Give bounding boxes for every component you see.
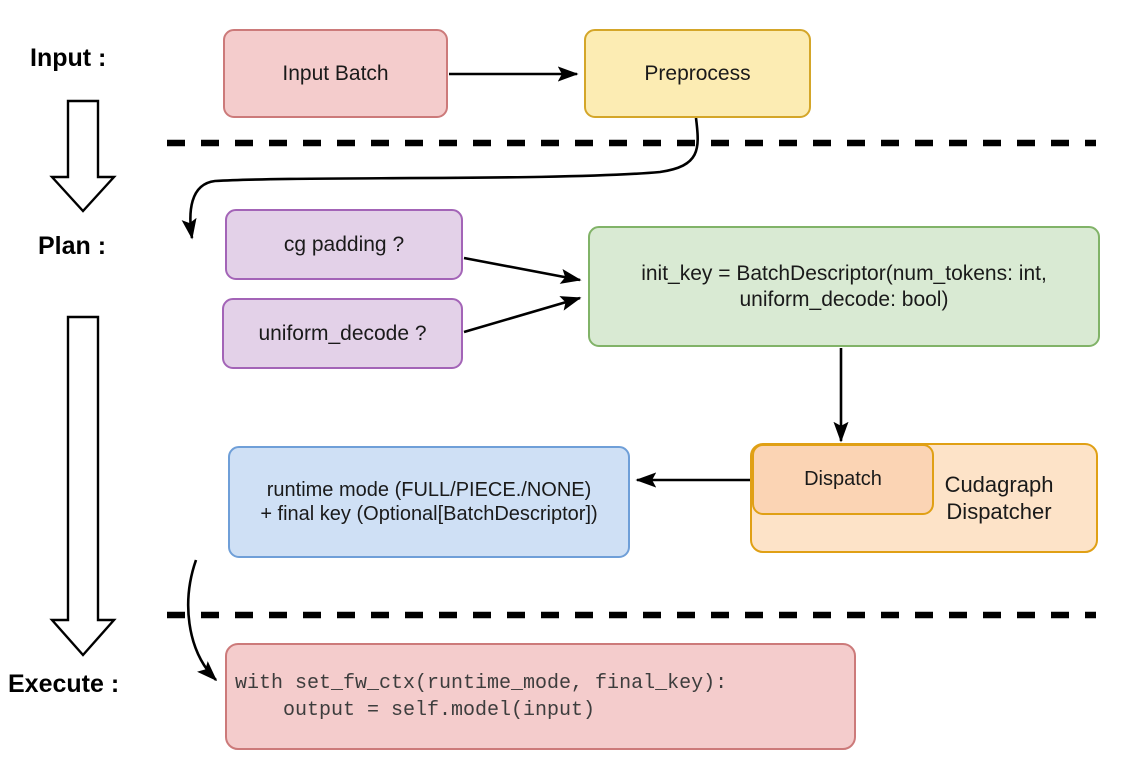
node-runtime-mode-line2: + final key (Optional[BatchDescriptor]) <box>260 503 598 525</box>
node-init-key-text: init_key = BatchDescriptor(num_tokens: i… <box>641 261 1047 312</box>
node-uniform-decode[interactable]: uniform_decode ? <box>222 298 463 369</box>
node-uniform-decode-label: uniform_decode ? <box>258 321 427 345</box>
node-input-batch[interactable]: Input Batch <box>223 29 448 118</box>
stage-label-plan: Plan : <box>38 232 107 260</box>
stage-label-execute: Execute : <box>8 670 120 698</box>
node-cudagraph-dispatcher-text: Cudagraph Dispatcher <box>919 471 1079 526</box>
node-cudagraph-dispatcher-line1: Cudagraph <box>944 471 1054 497</box>
node-cg-padding-label: cg padding ? <box>283 232 405 256</box>
node-runtime-mode[interactable]: runtime mode (FULL/PIECE./NONE) + final … <box>228 446 630 558</box>
node-dispatch-label: Dispatch <box>804 468 882 491</box>
node-cudagraph-dispatcher-line2: Dispatcher <box>946 499 1052 524</box>
stage-label-input: Input : <box>30 44 107 72</box>
node-init-key[interactable]: init_key = BatchDescriptor(num_tokens: i… <box>588 226 1100 347</box>
node-preprocess-label: Preprocess <box>644 61 751 85</box>
node-init-key-line1: init_key = BatchDescriptor(num_tokens: i… <box>641 261 1047 285</box>
node-init-key-line2: uniform_decode: bool) <box>739 287 949 311</box>
node-preprocess[interactable]: Preprocess <box>584 29 811 118</box>
node-input-batch-label: Input Batch <box>282 61 389 85</box>
node-cg-padding[interactable]: cg padding ? <box>225 209 463 280</box>
arrow-cg-padding-to-init-key <box>463 256 582 284</box>
input-to-plan-arrow <box>49 99 117 213</box>
node-code-block[interactable]: with set_fw_ctx(runtime_mode, final_key)… <box>225 643 856 750</box>
code-block-text: with set_fw_ctx(runtime_mode, final_key)… <box>235 671 728 722</box>
arrow-uniform-decode-to-init-key <box>463 296 582 334</box>
node-runtime-mode-text: runtime mode (FULL/PIECE./NONE) + final … <box>260 478 597 527</box>
arrow-runtime-mode-to-code-block <box>186 559 218 682</box>
plan-to-execute-arrow <box>49 315 117 657</box>
node-runtime-mode-line1: runtime mode (FULL/PIECE./NONE) <box>266 478 592 501</box>
node-dispatch[interactable]: Dispatch <box>752 444 934 515</box>
